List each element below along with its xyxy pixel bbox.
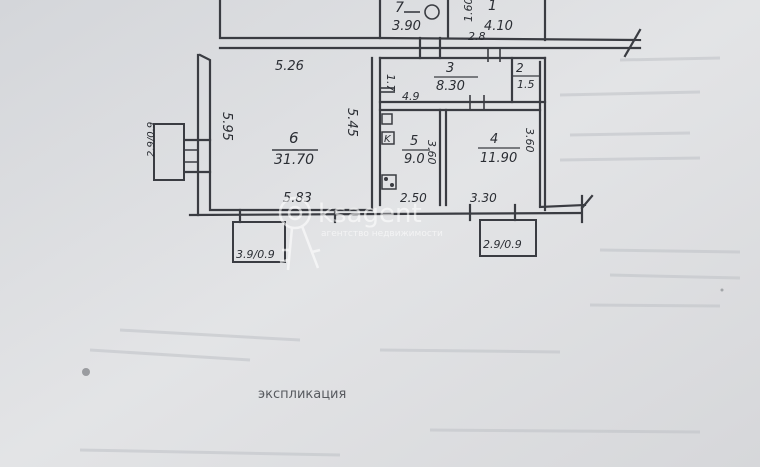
room-5-dim-right: 3.60 [425, 140, 438, 165]
key-logo-icon [278, 196, 321, 271]
top-dim-corridor: 2.8 [468, 30, 486, 43]
document-heading: экспликация [258, 387, 346, 402]
watermark-tagline: агентство недвижимости [321, 229, 443, 239]
agency-watermark: ksagent агентство недвижимости [278, 196, 443, 271]
room-1-area: 4.10 [484, 19, 513, 34]
room-3-area: 8.30 [436, 79, 465, 94]
bleed-through-lines [79, 56, 741, 457]
room-2-number: 2 [516, 61, 524, 75]
room-5-area: 9.0 [404, 152, 425, 167]
stove-icon [381, 174, 397, 190]
room-3-dim-left: 1.7 [384, 74, 397, 92]
room-3-number: 3 [446, 61, 454, 76]
door-marks [380, 4, 501, 110]
room-5-dim-bottom: 2.50 [400, 191, 427, 205]
room-6-dim-right: 5.45 [344, 108, 359, 137]
room-6-dim-top: 5.26 [275, 59, 304, 74]
balcony-left-dims: 2.9/0.9 [146, 122, 157, 157]
room-3-dim-bottom: 4.9 [402, 90, 420, 103]
balcony-bottom-right-dims: 2.9/0.9 [483, 238, 522, 251]
top-dim-vertical: 1.60 [462, 0, 475, 22]
room-4-number: 4 [490, 132, 498, 147]
kitchen-mark-box [381, 131, 395, 145]
kitchen-mark: K [384, 134, 392, 145]
room-5-number: 5 [410, 134, 418, 149]
paper-speck [82, 368, 90, 376]
balcony-bottom-right [479, 219, 537, 257]
balcony-left [153, 123, 185, 181]
balcony-bottom-left [232, 221, 286, 263]
room-2-area: 1.5 [517, 78, 535, 91]
room-4-dim-right: 3.60 [523, 128, 536, 153]
room-4-area: 11.90 [480, 151, 517, 166]
room-4-dim-bottom: 3.30 [470, 191, 497, 205]
room-6-number: 6 [289, 129, 299, 147]
room-6-dim-left: 5.95 [219, 112, 234, 141]
room-7-number: 7 [395, 0, 404, 16]
room-6-area: 31.70 [274, 152, 314, 168]
room-7-area: 3.90 [392, 19, 421, 34]
watermark-brand: ksagent [318, 199, 422, 229]
fixture-square-icon [381, 113, 393, 125]
balcony-bottom-left-dims: 3.9/0.9 [236, 248, 275, 261]
room-1-number: 1 [488, 0, 497, 14]
